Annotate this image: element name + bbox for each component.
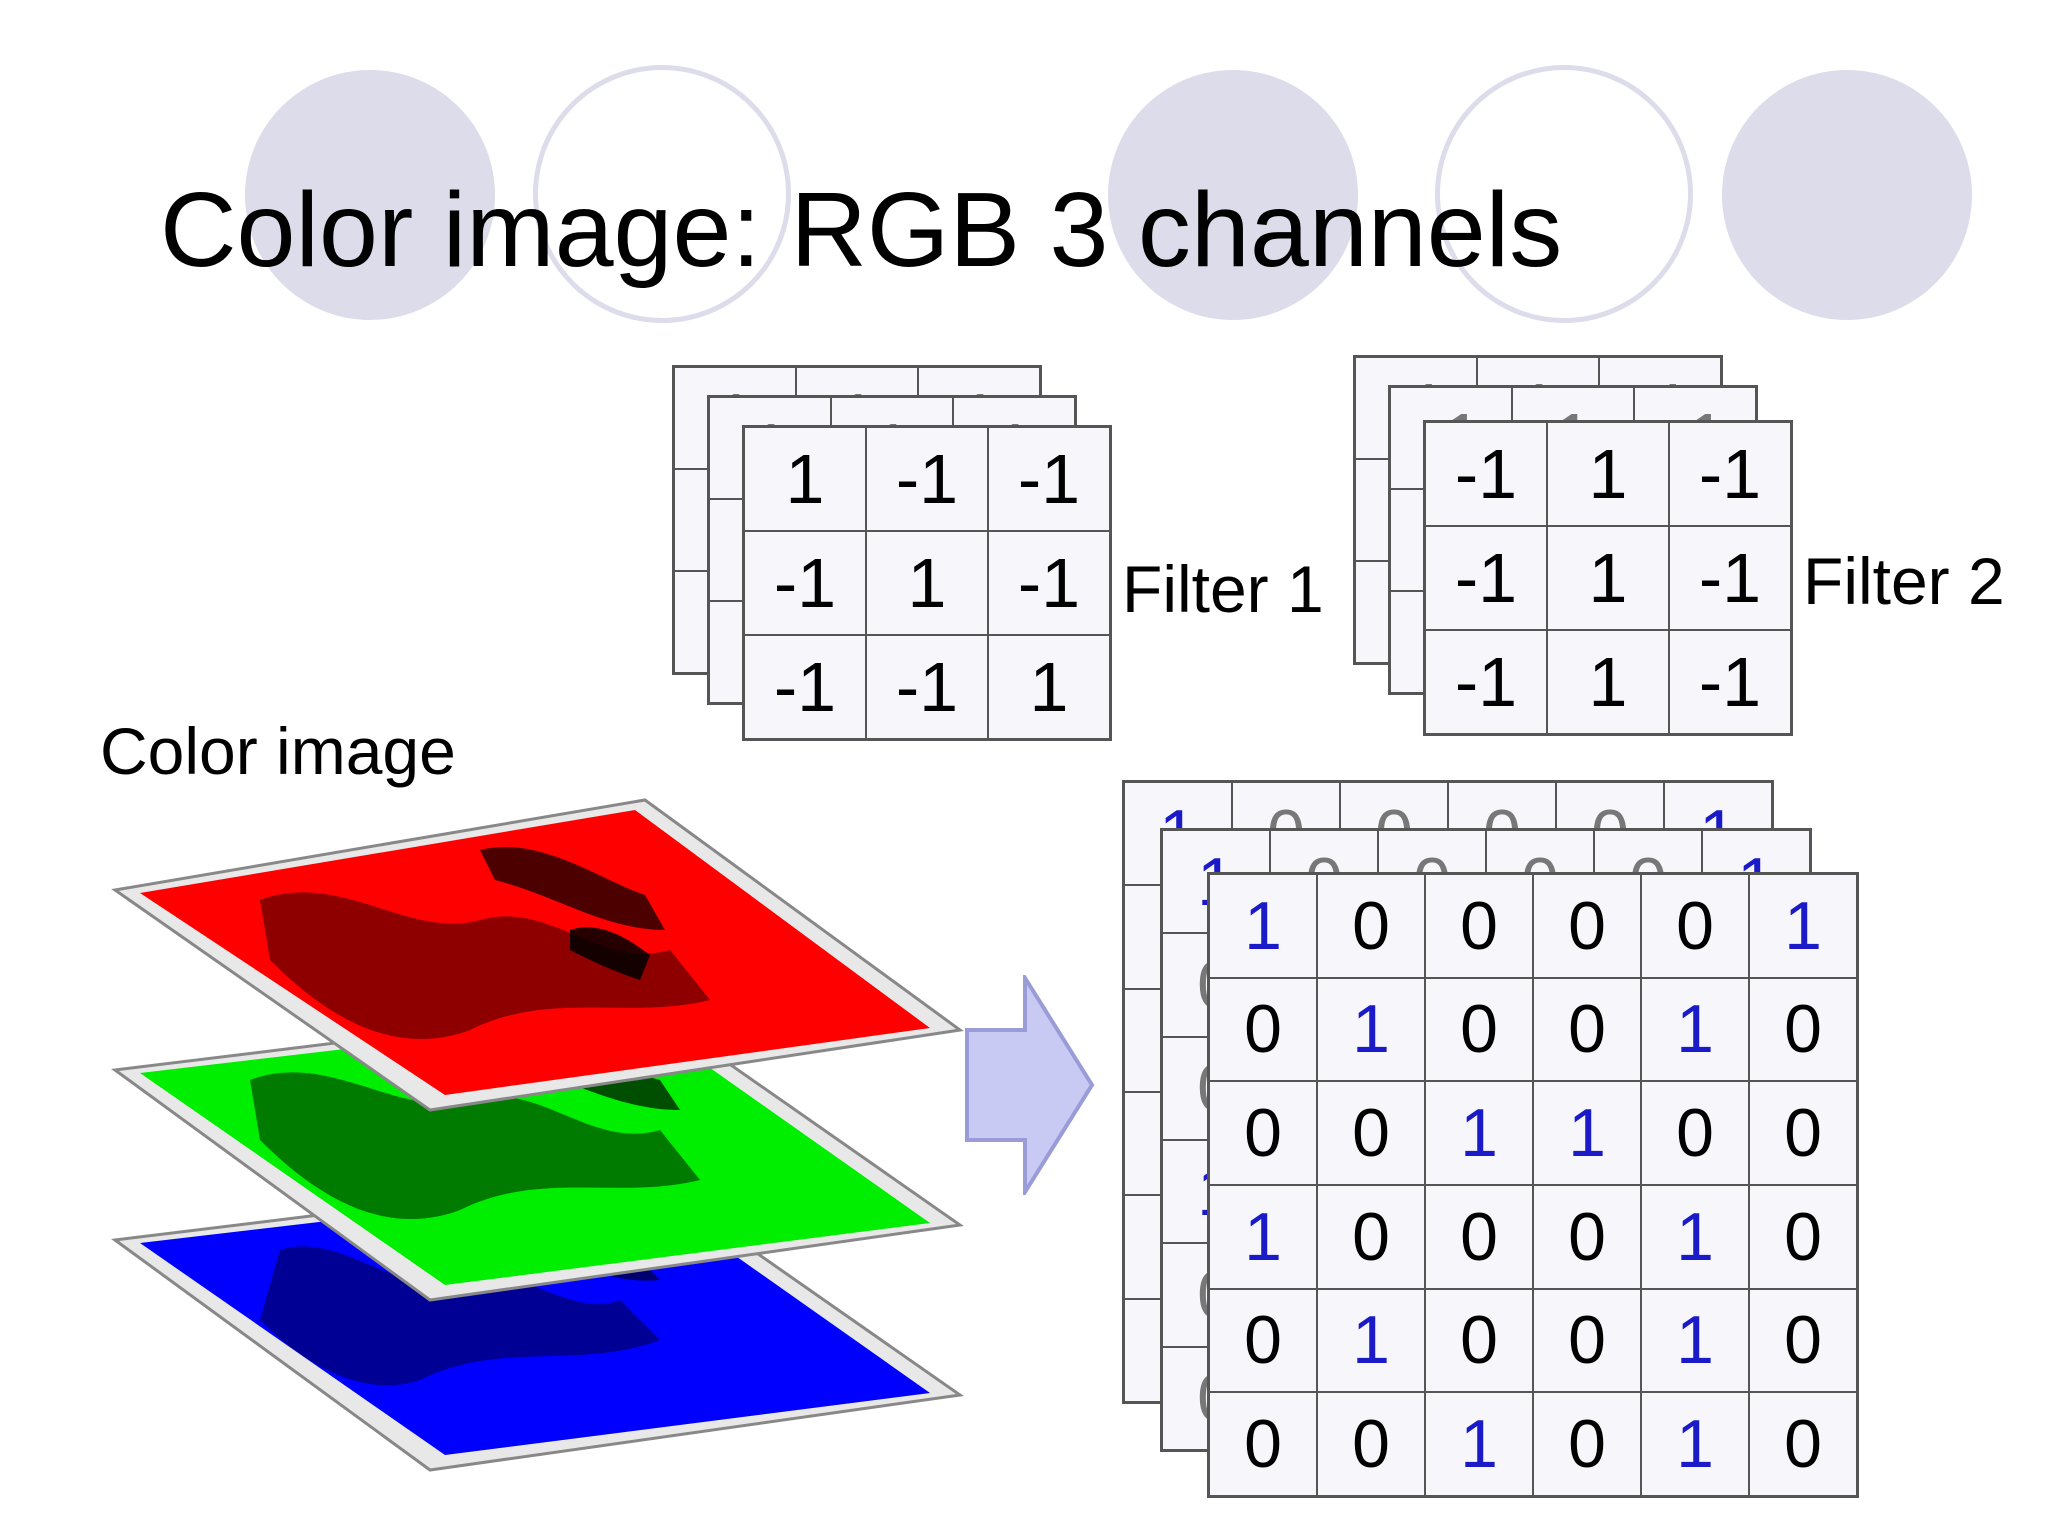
filter1-label: Filter 1 bbox=[1122, 556, 1324, 622]
matrix-cell: -1 bbox=[866, 427, 988, 531]
matrix-cell: 0 bbox=[1749, 1081, 1857, 1185]
matrix-cell: 1 bbox=[1209, 874, 1317, 978]
matrix-cell: -1 bbox=[744, 531, 866, 635]
matrix-cell: 1 bbox=[1209, 1185, 1317, 1289]
matrix-cell: 1 bbox=[866, 531, 988, 635]
matrix-cell: -1 bbox=[988, 531, 1110, 635]
matrix-cell: 1 bbox=[1749, 874, 1857, 978]
matrix-cell: -1 bbox=[1669, 422, 1791, 526]
matrix-cell: 1 bbox=[1547, 526, 1669, 630]
matrix-cell: 0 bbox=[1533, 1185, 1641, 1289]
matrix-cell: 1 bbox=[988, 635, 1110, 739]
matrix-cell: 0 bbox=[1317, 1392, 1425, 1496]
matrix-cell: 0 bbox=[1209, 978, 1317, 1082]
matrix-cell: 0 bbox=[1317, 874, 1425, 978]
matrix-cell: -1 bbox=[988, 427, 1110, 531]
matrix-cell: 0 bbox=[1533, 1289, 1641, 1393]
matrix-cell: -1 bbox=[1669, 630, 1791, 734]
matrix-cell: 0 bbox=[1641, 1081, 1749, 1185]
matrix-cell: -1 bbox=[1425, 630, 1547, 734]
matrix-cell: 0 bbox=[1317, 1081, 1425, 1185]
matrix-cell: 0 bbox=[1209, 1289, 1317, 1393]
matrix-cell: 0 bbox=[1533, 1392, 1641, 1496]
matrix-cell: 0 bbox=[1749, 1185, 1857, 1289]
matrix-cell: 0 bbox=[1641, 874, 1749, 978]
matrix-cell: -1 bbox=[1425, 422, 1547, 526]
matrix-cell: 1 bbox=[1425, 1392, 1533, 1496]
matrix-cell: 0 bbox=[1425, 1185, 1533, 1289]
matrix-cell: 1 bbox=[1425, 1081, 1533, 1185]
matrix-cell: 0 bbox=[1317, 1185, 1425, 1289]
matrix-cell: 0 bbox=[1749, 1392, 1857, 1496]
matrix-cell: 0 bbox=[1533, 978, 1641, 1082]
matrix-cell: 0 bbox=[1749, 1289, 1857, 1393]
matrix-cell: 0 bbox=[1209, 1392, 1317, 1496]
filter2-label: Filter 2 bbox=[1803, 548, 2005, 614]
matrix-cell: -1 bbox=[866, 635, 988, 739]
matrix-cell: 0 bbox=[1749, 978, 1857, 1082]
matrix-cell: -1 bbox=[1669, 526, 1791, 630]
rgb-channel-layers bbox=[100, 780, 980, 1500]
matrix-cell: 1 bbox=[1641, 1289, 1749, 1393]
matrix-cell: 1 bbox=[1641, 978, 1749, 1082]
slide-title: Color image: RGB 3 channels bbox=[160, 172, 1562, 289]
matrix-cell: 1 bbox=[1641, 1185, 1749, 1289]
matrix-cell: 1 bbox=[1641, 1392, 1749, 1496]
matrix-cell: 1 bbox=[1547, 630, 1669, 734]
matrix-cell: 1 bbox=[1317, 978, 1425, 1082]
matrix-cell: 1 bbox=[1547, 422, 1669, 526]
matrix-cell: 1 bbox=[1533, 1081, 1641, 1185]
matrix-cell: 0 bbox=[1209, 1081, 1317, 1185]
color-image-label: Color image bbox=[100, 718, 456, 784]
matrix-cell: -1 bbox=[1425, 526, 1547, 630]
matrix-cell: 0 bbox=[1425, 874, 1533, 978]
matrix-cell: 0 bbox=[1425, 978, 1533, 1082]
right-arrow-icon bbox=[965, 975, 1095, 1195]
decor-circle-5 bbox=[1722, 70, 1972, 320]
matrix-cell: 1 bbox=[744, 427, 866, 531]
matrix-cell: 0 bbox=[1425, 1289, 1533, 1393]
matrix-cell: 0 bbox=[1533, 874, 1641, 978]
matrix-cell: -1 bbox=[744, 635, 866, 739]
matrix-cell: 1 bbox=[1317, 1289, 1425, 1393]
